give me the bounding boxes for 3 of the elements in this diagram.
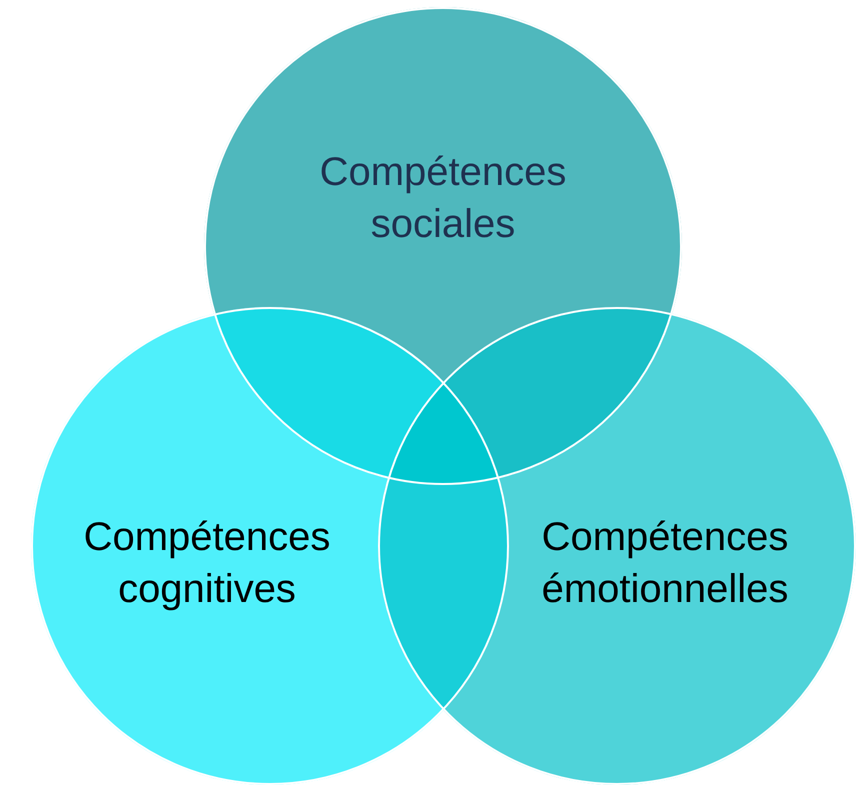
circle-label: Compétences émotionnelles bbox=[540, 514, 790, 613]
circle-label: Compétences sociales bbox=[318, 149, 568, 248]
circle-label: Compétences cognitives bbox=[82, 514, 332, 613]
